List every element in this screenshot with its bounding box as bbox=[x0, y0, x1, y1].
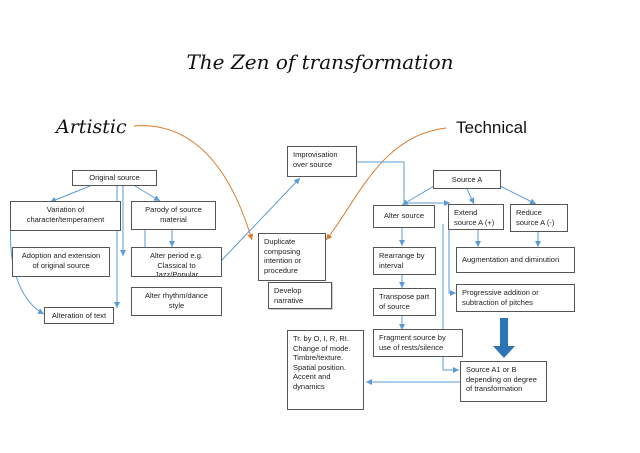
extend-source-box: Extend source A (+) bbox=[448, 204, 504, 230]
source-a-to-reduce-arrow bbox=[499, 185, 537, 205]
alter-period-box: Alter period e.g. Classical to Jazz/Popu… bbox=[131, 247, 222, 277]
improvisation-to-extend-arrow bbox=[356, 161, 450, 206]
artistic-to-duplicate-arrow bbox=[133, 125, 254, 241]
duplicate-box: Duplicate composing intention or procedu… bbox=[258, 233, 326, 281]
diagram-title: The Zen of transformation bbox=[186, 50, 454, 74]
technical-to-duplicate-arrow bbox=[325, 127, 447, 241]
source-a-to-alter-arrow bbox=[401, 185, 435, 206]
reduce-source-box: Reduce source A (-) bbox=[510, 204, 568, 232]
transpose-box: Transpose part of source bbox=[373, 288, 436, 316]
augmentation-box: Augmentation and diminution bbox=[456, 247, 575, 273]
source-a-box: Source A bbox=[433, 170, 501, 189]
extend-to-progressive-arrow bbox=[448, 224, 456, 296]
block-down-arrow bbox=[493, 318, 515, 358]
original-to-parody-arrow bbox=[134, 185, 161, 202]
artistic-label: Artistic bbox=[56, 116, 127, 138]
rearrange-box: Rearrange by interval bbox=[373, 247, 436, 275]
alter-period-to-improvisation-arrow bbox=[219, 177, 301, 263]
alteration-text-box: Alteration of text bbox=[44, 307, 114, 324]
adoption-box: Adoption and extension of original sourc… bbox=[12, 247, 110, 277]
tr-list-box: Tr. by O, I, R, RI. Change of mode. Timb… bbox=[287, 330, 364, 410]
fragment-box: Fragment source by use of rests/silence bbox=[373, 329, 463, 357]
develop-narrative-box: Develop narrative bbox=[268, 282, 332, 309]
technical-label: Technical bbox=[456, 118, 527, 137]
improvisation-box: Improvisation over source bbox=[287, 146, 357, 177]
original-to-variation-arrow bbox=[49, 185, 91, 203]
alter-rhythm-box: Alter rhythm/dance style bbox=[131, 287, 222, 316]
source-a1-box: Source A1 or B depending on degree of tr… bbox=[460, 361, 547, 402]
parody-box: Parody of source material bbox=[131, 201, 216, 230]
extend-long-line bbox=[442, 224, 459, 373]
original-source-box: Original source bbox=[72, 170, 157, 186]
alter-source-box: Alter source bbox=[373, 205, 435, 228]
source-a-to-extend-arrow bbox=[466, 188, 475, 205]
progressive-box: Progressive addition or subtraction of p… bbox=[456, 284, 575, 312]
variation-box: Variation of character/temperament bbox=[10, 201, 121, 231]
